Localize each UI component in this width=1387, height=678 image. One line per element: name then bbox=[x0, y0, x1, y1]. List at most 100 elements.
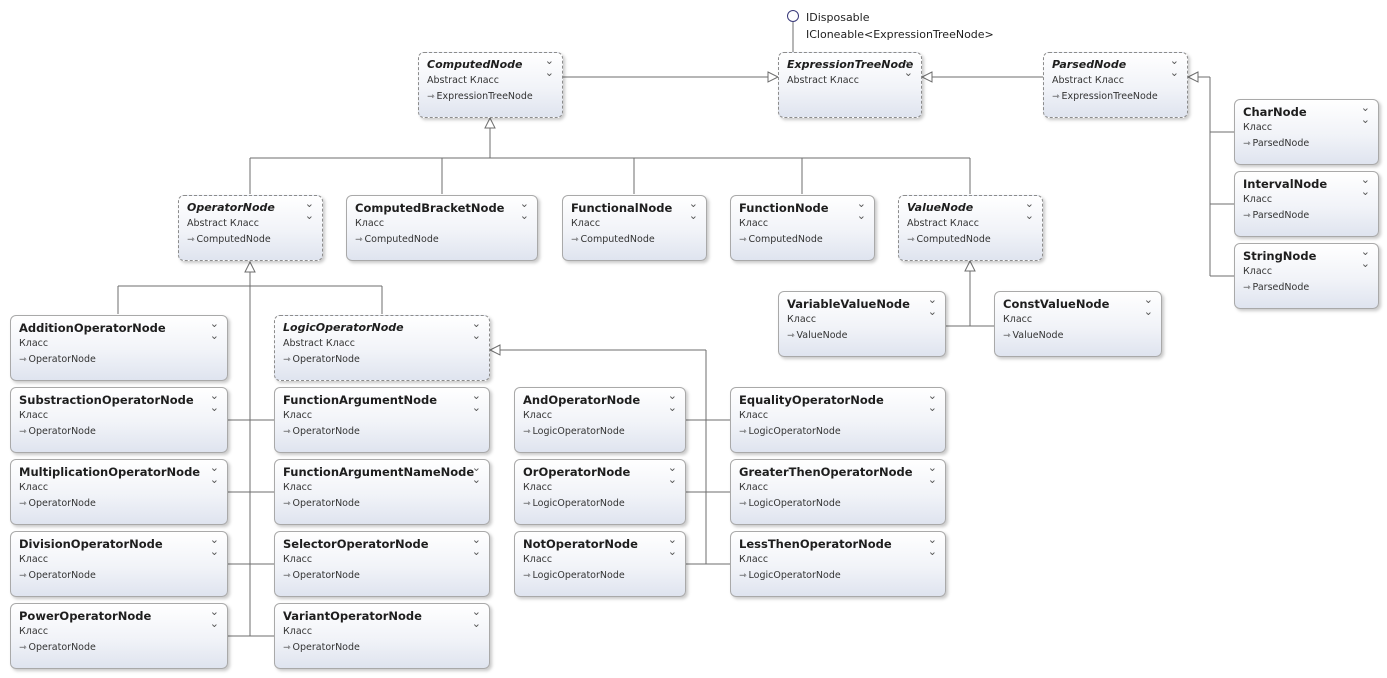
base-class-name: ParsedNode bbox=[1252, 210, 1310, 221]
collapse-chevron-icon[interactable]: ⌄⌄ bbox=[927, 533, 937, 558]
collapse-chevron-icon[interactable]: ⌄⌄ bbox=[471, 605, 481, 630]
class-name: AdditionOperatorNode bbox=[19, 321, 166, 335]
inherits-arrow-icon: ⇾ bbox=[1052, 92, 1060, 102]
interface-icloneable-label: ICloneable<ExpressionTreeNode> bbox=[806, 28, 994, 41]
inherits-arrow-icon: ⇾ bbox=[19, 355, 27, 365]
class-kind: Класс bbox=[283, 626, 313, 637]
inherits-arrow-icon: ⇾ bbox=[19, 499, 27, 509]
collapse-chevron-icon[interactable]: ⌄⌄ bbox=[209, 533, 219, 558]
base-class-name: OperatorNode bbox=[28, 570, 96, 581]
class-kind: Класс bbox=[355, 218, 385, 229]
base-class-name: LogicOperatorNode bbox=[532, 570, 625, 581]
class-kind: Класс bbox=[19, 410, 49, 421]
collapse-chevron-icon[interactable]: ⌄⌄ bbox=[471, 317, 481, 342]
collapse-chevron-icon[interactable]: ⌄⌄ bbox=[471, 461, 481, 486]
base-class-row: ⇾OperatorNode bbox=[19, 426, 96, 437]
collapse-chevron-icon[interactable]: ⌄⌄ bbox=[667, 533, 677, 558]
collapse-chevron-icon[interactable]: ⌄⌄ bbox=[519, 197, 529, 222]
base-class-name: LogicOperatorNode bbox=[748, 498, 841, 509]
base-class-name: ComputedNode bbox=[196, 234, 271, 245]
inherits-arrow-icon: ⇾ bbox=[1243, 139, 1251, 149]
class-name: VariableValueNode bbox=[787, 297, 910, 311]
collapse-chevron-icon[interactable]: ⌄⌄ bbox=[667, 461, 677, 486]
class-kind: Класс bbox=[19, 338, 49, 349]
class-kind: Abstract Класс bbox=[1052, 75, 1124, 86]
collapse-chevron-icon[interactable]: ⌄⌄ bbox=[1024, 197, 1034, 222]
base-class-name: OperatorNode bbox=[292, 642, 360, 653]
base-class-name: ComputedNode bbox=[916, 234, 991, 245]
collapse-chevron-icon[interactable]: ⌄⌄ bbox=[304, 197, 314, 222]
collapse-chevron-icon[interactable]: ⌄⌄ bbox=[1360, 101, 1370, 126]
inherits-arrow-icon: ⇾ bbox=[283, 427, 291, 437]
collapse-chevron-icon[interactable]: ⌄⌄ bbox=[209, 389, 219, 414]
inherits-arrow-icon: ⇾ bbox=[19, 571, 27, 581]
base-class-row: ⇾ComputedNode bbox=[355, 234, 439, 245]
base-class-name: ParsedNode bbox=[1252, 282, 1310, 293]
collapse-chevron-icon[interactable]: ⌄⌄ bbox=[927, 293, 937, 318]
collapse-chevron-icon[interactable]: ⌄⌄ bbox=[903, 54, 913, 79]
collapse-chevron-icon[interactable]: ⌄⌄ bbox=[688, 197, 698, 222]
class-kind: Класс bbox=[19, 554, 49, 565]
collapse-chevron-icon[interactable]: ⌄⌄ bbox=[1360, 245, 1370, 270]
class-kind: Класс bbox=[1243, 194, 1273, 205]
class-name: ValueNode bbox=[907, 201, 974, 214]
base-class-name: ComputedNode bbox=[748, 234, 823, 245]
class-kind: Класс bbox=[739, 554, 769, 565]
collapse-chevron-icon[interactable]: ⌄⌄ bbox=[927, 389, 937, 414]
collapse-chevron-icon[interactable]: ⌄⌄ bbox=[1143, 293, 1153, 318]
base-class-row: ⇾OperatorNode bbox=[283, 426, 360, 437]
collapse-chevron-icon[interactable]: ⌄⌄ bbox=[544, 54, 554, 79]
collapse-chevron-icon[interactable]: ⌄⌄ bbox=[1360, 173, 1370, 198]
base-class-name: LogicOperatorNode bbox=[748, 570, 841, 581]
collapse-chevron-icon[interactable]: ⌄⌄ bbox=[471, 533, 481, 558]
class-name: SelectorOperatorNode bbox=[283, 537, 429, 551]
collapse-chevron-icon[interactable]: ⌄⌄ bbox=[927, 461, 937, 486]
collapse-chevron-icon[interactable]: ⌄⌄ bbox=[209, 461, 219, 486]
collapse-chevron-icon[interactable]: ⌄⌄ bbox=[209, 317, 219, 342]
base-class-row: ⇾LogicOperatorNode bbox=[523, 426, 625, 437]
collapse-chevron-icon[interactable]: ⌄⌄ bbox=[667, 389, 677, 414]
collapse-chevron-icon[interactable]: ⌄⌄ bbox=[471, 389, 481, 414]
inherits-arrow-icon: ⇾ bbox=[523, 427, 531, 437]
base-class-row: ⇾ComputedNode bbox=[571, 234, 655, 245]
class-kind: Класс bbox=[523, 482, 553, 493]
inherits-arrow-icon: ⇾ bbox=[283, 643, 291, 653]
collapse-chevron-icon[interactable]: ⌄⌄ bbox=[856, 197, 866, 222]
inherits-arrow-icon: ⇾ bbox=[571, 235, 579, 245]
collapse-chevron-icon[interactable]: ⌄⌄ bbox=[209, 605, 219, 630]
base-class-name: LogicOperatorNode bbox=[748, 426, 841, 437]
collapse-chevron-icon[interactable]: ⌄⌄ bbox=[1169, 54, 1179, 79]
base-class-row: ⇾LogicOperatorNode bbox=[739, 570, 841, 581]
class-name: OrOperatorNode bbox=[523, 465, 631, 479]
class-name: OperatorNode bbox=[187, 201, 275, 214]
